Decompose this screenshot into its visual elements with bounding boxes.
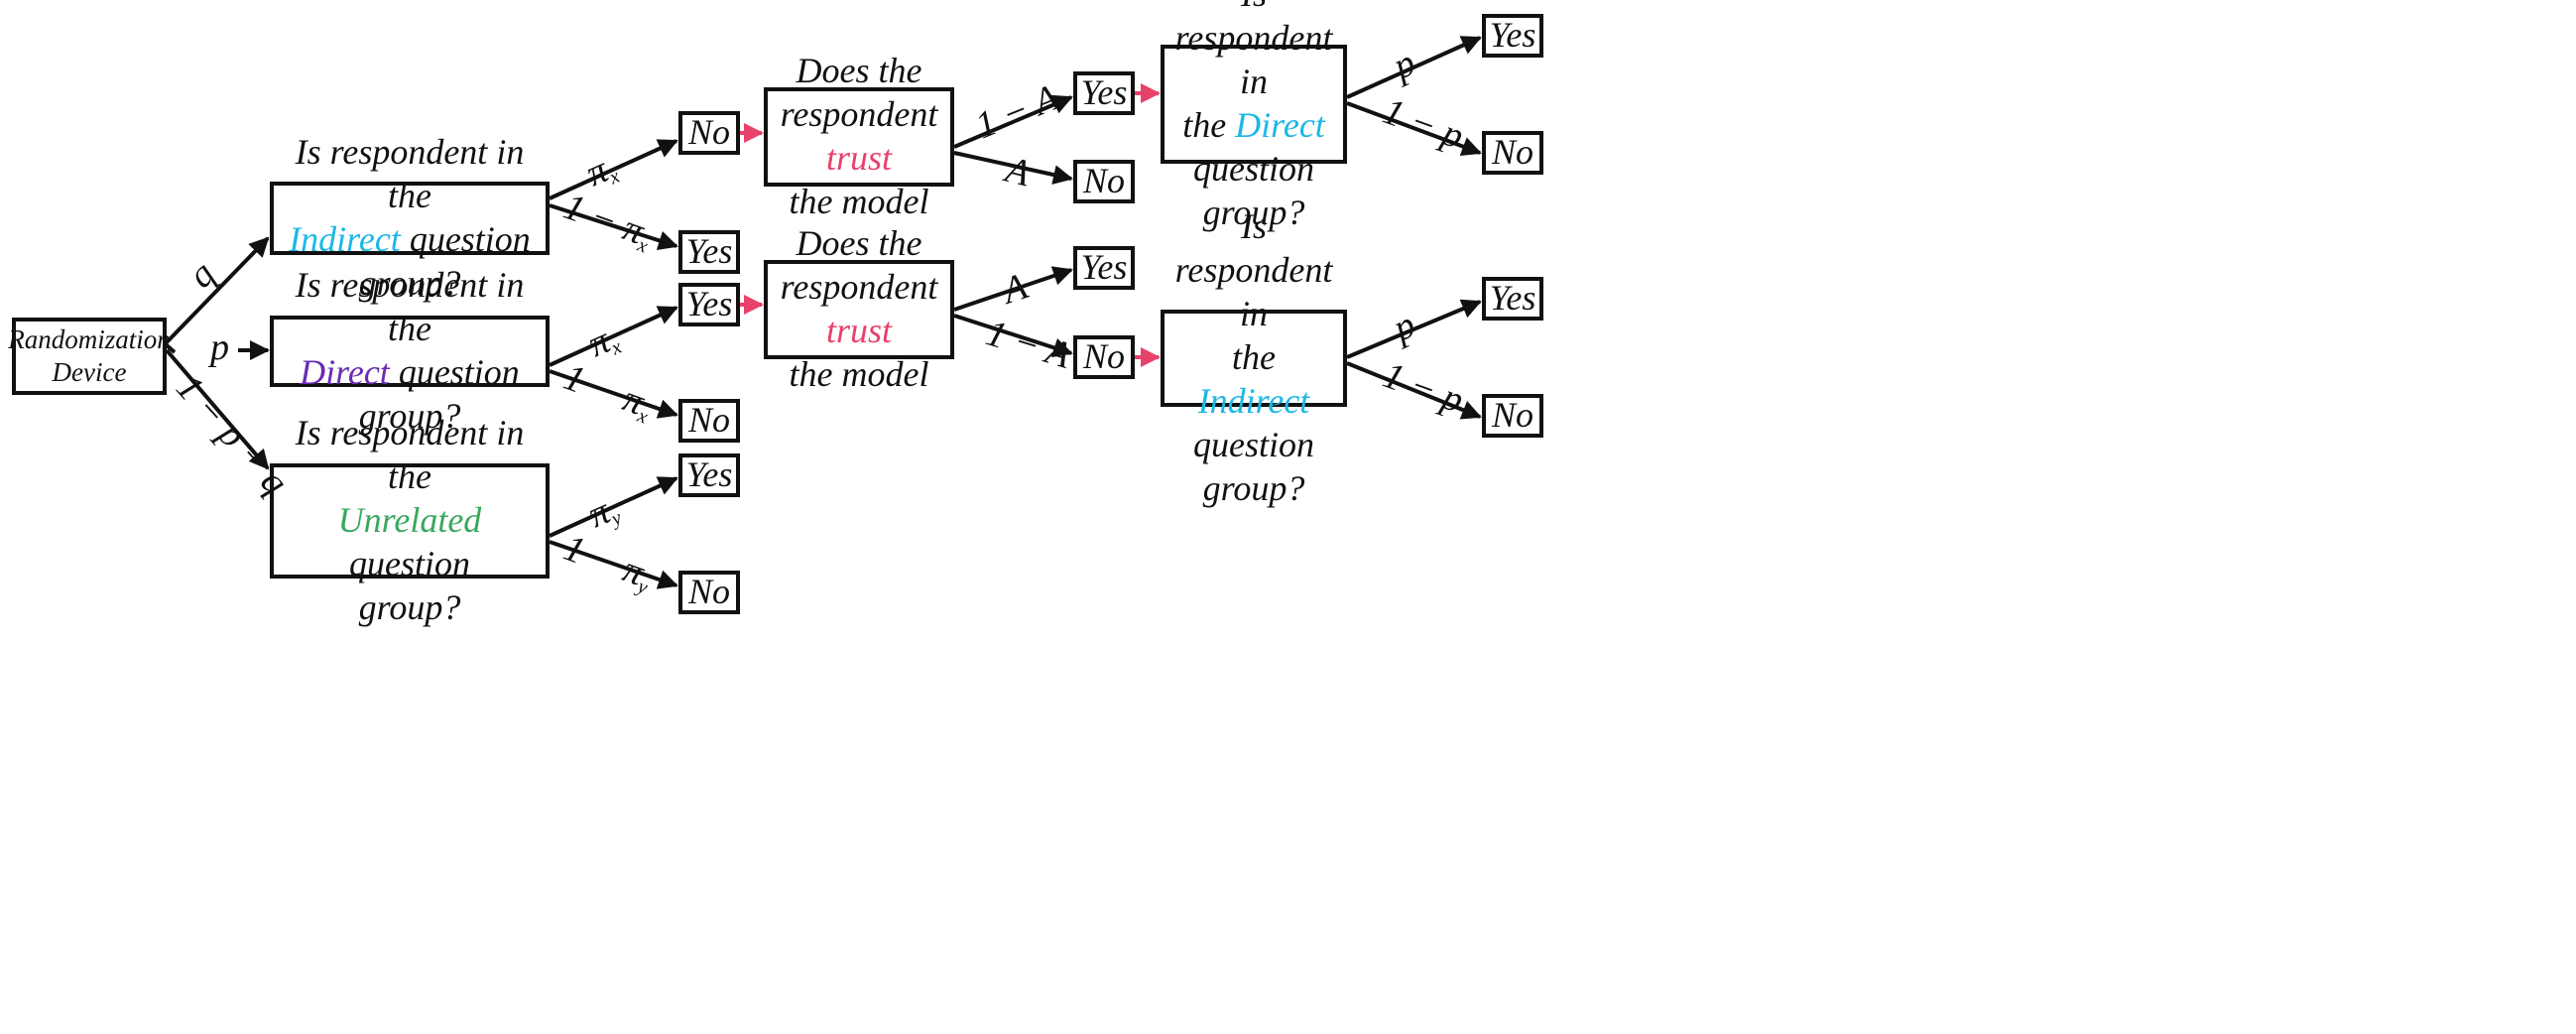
unrelated-q-line2: Unrelated question [284,499,536,586]
edge-root-indirect [165,236,270,344]
label-1-p-top: 1 − p [1378,90,1469,158]
edge-root-unrelated [165,348,270,470]
indirect-q-rest: question group? [358,219,531,303]
label-1-p-bottom: 1 − p [1378,354,1469,422]
trust-bottom-pre: respondent [780,267,938,308]
label-1-pi-y: 1 − πy [557,527,658,599]
unrelated-keyword: Unrelated [337,500,482,541]
edge-trust-top-no [953,151,1073,185]
indirect-question-node-2: Is respondent in the Indirect question g… [1161,206,1347,508]
edge-direct-no [549,369,678,419]
label-1-pi-x-1: 1 − πx [557,186,658,258]
edge-unrelated-yes [549,476,678,538]
label-p: p [207,326,229,368]
no-box-1: No [678,111,740,155]
trust-node-top: Does the respondent trust the model [764,51,954,221]
root-line1: Randomization [8,324,171,355]
yes-box-top: Yes [1073,71,1135,115]
label-1-pi-y-main: 1 − π [558,527,651,594]
label-A-bottom: A [995,265,1034,313]
edge-direct-yes [549,306,678,367]
no-box-2: No [678,399,740,443]
yes-box-1: Yes [678,230,740,274]
edge-trust-bottom-no [953,314,1073,358]
label-1-pi-x-2: 1 − πx [557,356,658,429]
label-pi-x-2: πx [582,316,626,367]
trust-bottom-line1: Does the [796,223,922,264]
yes-box-2: Yes [678,283,740,326]
edge-unrelated-no [549,540,678,589]
trust-bottom-keyword: trust [825,311,893,350]
direct-q-line1: Is respondent in the [295,265,525,349]
indirect2-pre: the [1232,337,1276,378]
indirect2-line1: Is respondent in [1174,206,1333,334]
trust-node-bottom: Does the respondent trust the model [764,223,954,394]
direct2-line2: the Direct [1182,104,1325,148]
trust-bottom-line3: the model [789,353,929,394]
no-box-bottom-final: No [1482,394,1543,438]
unrelated-q-rest: question [349,543,470,583]
direct2-line3: question group? [1193,148,1314,232]
edge-indirect2-yes [1346,299,1482,359]
edge-root-bar [165,343,177,354]
direct-keyword: Direct [300,352,390,392]
yes-box-bottom-final: Yes [1482,277,1543,321]
indirect2-line2: the Indirect [1174,336,1333,424]
unrelated-question-node: Is respondent in the Unrelated question … [270,413,550,627]
edge-indirect-yes [549,203,678,251]
no-box-top: No [1073,160,1135,203]
no-box-mid: No [1073,335,1135,379]
indirect2-keyword: Indirect [1197,380,1310,421]
direct-q-rest: question group? [358,352,520,436]
edge-trust-bottom-yes [953,266,1073,312]
unrelated-q-line3: group? [358,586,461,627]
direct-question-node-2: Is respondent in the Direct question gro… [1161,0,1347,232]
edge-direct2-no [1346,101,1482,157]
indirect2-line3: question group? [1193,424,1314,508]
edge-direct2-yes [1346,36,1482,99]
no-box-3: No [678,571,740,614]
unrelated-q-line1: Is respondent in the [295,413,525,497]
label-pi-y: πy [582,486,626,538]
trust-top-pre: respondent [780,94,938,135]
no-box-top-final: No [1482,131,1543,175]
direct2-pre: the [1182,105,1236,145]
label-1-A-bottom: 1 − A [981,312,1075,377]
randomization-device-node: Randomization Device [8,318,171,395]
indirect-question-node: Is respondent in the Indirect question g… [270,132,550,303]
direct2-keyword: Direct [1235,105,1325,145]
root-line2: Device [52,357,127,387]
trust-top-keyword: trust [825,138,893,178]
edge-indirect-no [549,139,678,200]
trust-top-line1: Does the [796,51,922,91]
trust-top-line2: respondent trust [778,93,940,181]
edge-indirect2-no [1346,361,1482,420]
trust-bottom-line2: respondent trust [778,266,940,353]
label-pi-x-1: πx [580,145,624,196]
yes-box-top-final: Yes [1482,14,1543,58]
edge-trust-top-yes [953,94,1073,149]
yes-box-mid: Yes [1073,246,1135,290]
label-A-top: A [999,148,1035,194]
label-1-pi-x-2-main: 1 − π [558,356,651,424]
indirect-q-line2: Indirect question group? [284,218,536,306]
yes-box-3: Yes [678,453,740,497]
direct2-line1: Is respondent in [1174,0,1333,102]
label-1-p-q: 1 − p − q [168,367,296,503]
indirect-q-line1: Is respondent in the [295,132,525,216]
direct-q-line2: Direct question group? [284,351,536,439]
indirect-keyword: Indirect [289,219,401,259]
label-1-pi-x-1-main: 1 − π [558,186,651,253]
trust-top-line3: the model [789,181,929,221]
label-1-A-top: 1 − A [970,76,1065,148]
direct-question-node: Is respondent in the Direct question gro… [270,265,550,436]
